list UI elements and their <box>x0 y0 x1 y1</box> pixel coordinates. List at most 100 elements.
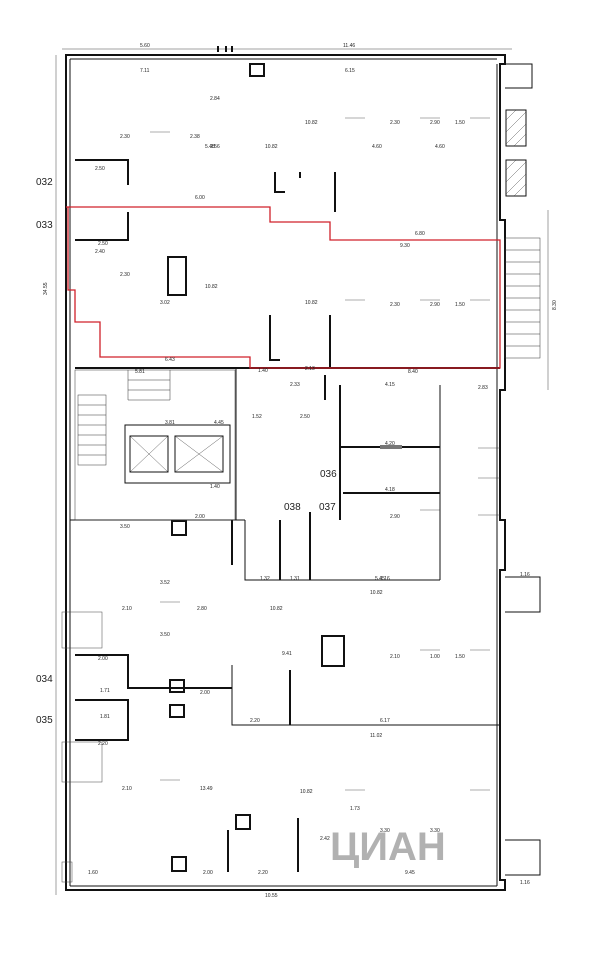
dim-label: 6.00 <box>195 195 205 201</box>
dim-label: 4.15 <box>385 382 395 388</box>
dim-label: 10.82 <box>305 120 318 126</box>
dim-label: 2.90 <box>430 120 440 126</box>
dim-label: 13.49 <box>200 786 213 792</box>
dim-label: 10.82 <box>265 144 278 150</box>
room-label-038: 038 <box>284 502 301 513</box>
dim-label: 4.60 <box>435 144 445 150</box>
dim-label: 2.00 <box>200 690 210 696</box>
dim-label: 1.16 <box>520 572 530 578</box>
dim-label: 2.56 <box>210 144 220 150</box>
dim-label: 10.82 <box>300 789 313 795</box>
dim-label: 9.45 <box>405 870 415 876</box>
dim-label: 4.18 <box>385 487 395 493</box>
dim-label: 2.30 <box>390 302 400 308</box>
dim-label: 3.52 <box>160 580 170 586</box>
dim-label: 1.81 <box>100 714 110 720</box>
dim-label: 2.42 <box>320 836 330 842</box>
dim-label: 2.33 <box>290 382 300 388</box>
dim-label: 2.00 <box>195 514 205 520</box>
dim-label: 9.41 <box>282 651 292 657</box>
dim-label: 1.31 <box>290 576 300 582</box>
watermark-text: ЦИАН <box>330 825 446 869</box>
dim-label: 1.16 <box>520 880 530 886</box>
dim-label: 10.82 <box>270 606 283 612</box>
room-label-037: 037 <box>319 502 336 513</box>
dim-label: 1.73 <box>350 806 360 812</box>
dim-label: 4.20 <box>385 441 395 447</box>
dim-right-overall: 8.30 <box>552 300 558 310</box>
dim-label: 8.40 <box>408 369 418 375</box>
dim-label: 2.80 <box>197 606 207 612</box>
dim-label: 1.60 <box>88 870 98 876</box>
dim-label: 7.11 <box>140 68 150 74</box>
dim-label: 2.20 <box>98 741 108 747</box>
dim-label: 1.32 <box>260 576 270 582</box>
dim-label: 4.45 <box>214 420 224 426</box>
dim-label: 2.13 <box>305 366 315 372</box>
dim-label: 2.10 <box>122 786 132 792</box>
dim-label: 2.20 <box>250 718 260 724</box>
dim-label: 1.50 <box>455 120 465 126</box>
dim-label: 11.02 <box>370 733 382 739</box>
dim-label: 4.60 <box>372 144 382 150</box>
dimension-labels: 7.11 6.15 10.82 10.82 5.48 6.00 6.80 9.3… <box>88 68 530 899</box>
window-mark <box>380 445 402 449</box>
dim-label: 1.50 <box>455 302 465 308</box>
dim-label: 2.90 <box>430 302 440 308</box>
dim-label: 5.48 <box>205 144 215 150</box>
dim-label: 5.45 <box>375 576 385 582</box>
stair-core <box>74 369 236 521</box>
dim-label: 6.43 <box>165 357 175 363</box>
dim-label: 2.10 <box>122 606 132 612</box>
dim-label: 2.84 <box>210 96 220 102</box>
dim-label: 1.52 <box>252 414 262 420</box>
dim-label: 10.82 <box>205 284 218 290</box>
dim-label: 2.40 <box>95 249 105 255</box>
dim-label: 3.50 <box>120 524 130 530</box>
room-labels: 032 033 034 035 036 037 038 <box>36 177 337 726</box>
dim-label: 1.40 <box>210 484 220 490</box>
dim-label: 3.30 <box>430 828 440 834</box>
dim-label: 6.80 <box>415 231 425 237</box>
dim-label: 10.55 <box>265 893 278 899</box>
dim-label: 1.16 <box>380 576 390 582</box>
dim-label: 2.20 <box>258 870 268 876</box>
room-label-033: 033 <box>36 220 53 231</box>
dim-label: 10.82 <box>370 590 383 596</box>
interior-walls <box>61 63 500 883</box>
dim-label: 1.00 <box>430 654 440 660</box>
measure-ticks <box>150 117 500 791</box>
dim-label: 5.81 <box>135 369 145 375</box>
dim-label: 9.30 <box>400 243 410 249</box>
dim-label: 1.71 <box>100 688 110 694</box>
dim-label: 2.90 <box>390 514 400 520</box>
dim-label: 2.50 <box>300 414 310 420</box>
dim-label: 2.83 <box>478 385 488 391</box>
highlighted-area-outline <box>66 206 501 369</box>
dim-label: 3.81 <box>165 420 175 426</box>
column-mark <box>231 46 233 52</box>
dim-top-overall-right: 11.46 <box>343 43 355 49</box>
dim-label: 2.10 <box>390 654 400 660</box>
dim-top-overall-left: 5.60 <box>140 43 150 49</box>
dim-label: 2.30 <box>390 120 400 126</box>
room-label-036: 036 <box>320 469 337 480</box>
dim-label: 2.30 <box>120 134 130 140</box>
room-label-032: 032 <box>36 177 53 188</box>
dim-label: 2.30 <box>120 272 130 278</box>
dim-label: 2.38 <box>190 134 200 140</box>
dim-label: 2.50 <box>98 241 108 247</box>
dim-label: 1.40 <box>258 368 268 374</box>
dim-label: 6.17 <box>380 718 390 724</box>
dim-label: 3.30 <box>380 828 390 834</box>
dim-label: 6.15 <box>345 68 355 74</box>
room-label-034: 034 <box>36 674 53 685</box>
dim-label: 2.00 <box>203 870 213 876</box>
column-mark <box>225 46 227 52</box>
dim-label: 3.50 <box>160 632 170 638</box>
dim-label: 2.00 <box>98 656 108 662</box>
dim-label: 3.02 <box>160 300 170 306</box>
outer-walls <box>65 54 541 891</box>
room-label-035: 035 <box>36 715 53 726</box>
